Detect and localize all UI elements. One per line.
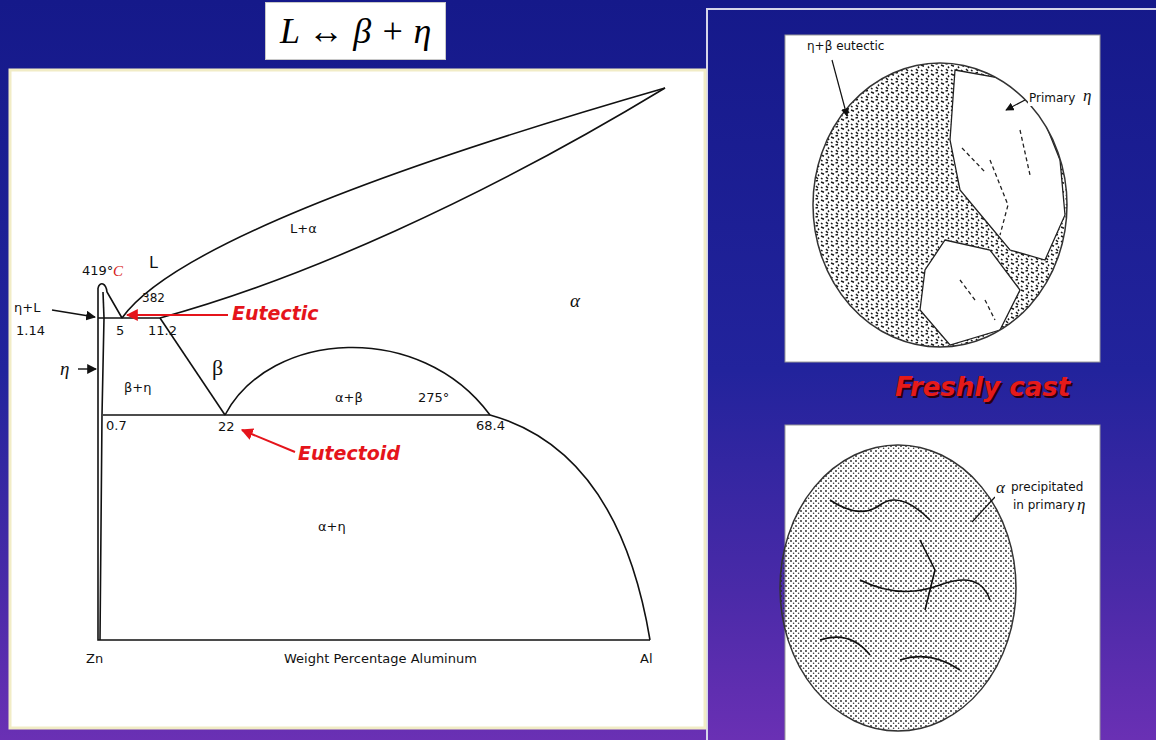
- phase-label: η+L: [14, 301, 40, 316]
- temperature-label: 275°: [418, 391, 449, 406]
- axis-title: Weight Percentage Aluminum: [284, 652, 477, 667]
- micrograph-label: α: [995, 478, 1006, 498]
- caption-label: Freshly cast: [895, 373, 1070, 403]
- micrograph-label: in primary: [1012, 499, 1076, 513]
- phase-label: β: [212, 355, 223, 380]
- composition-value: 11.2: [148, 324, 177, 339]
- micrograph-label: η: [1076, 495, 1086, 515]
- phase-label: α: [570, 290, 580, 312]
- callout-label: Eutectic: [232, 303, 319, 325]
- composition-value: 0.7: [106, 419, 127, 434]
- composition-value: 5: [116, 324, 124, 339]
- phase-label: β+η: [124, 381, 151, 396]
- phase-label: η: [60, 358, 69, 380]
- axis-end-label: Al: [640, 652, 653, 667]
- micrograph-label: precipitated: [1010, 481, 1084, 495]
- micrograph-aged: [780, 425, 1100, 740]
- temperature-label: 382: [142, 292, 165, 306]
- phase-label: α+η: [318, 520, 346, 535]
- micrograph-cast: [785, 35, 1100, 362]
- phase-label: L: [149, 254, 158, 272]
- slide-title: L ↔ β + η: [280, 10, 431, 52]
- title-box: L ↔ β + η: [265, 2, 446, 60]
- leader-arrows: [52, 310, 295, 452]
- phase-label: L+α: [290, 222, 317, 237]
- phase-label: α+β: [335, 391, 363, 406]
- composition-value: 1.14: [16, 324, 45, 339]
- unit-label: C: [113, 263, 123, 280]
- callout-label: Eutectoid: [298, 443, 400, 465]
- micrograph-label: Primary: [1028, 92, 1076, 106]
- micrograph-label: η+β eutectic: [806, 40, 885, 54]
- diagram-panel: [10, 70, 705, 728]
- temperature-label: 419°: [82, 264, 113, 279]
- composition-value: 22: [218, 420, 235, 435]
- micrograph-label: η: [1082, 86, 1092, 106]
- axis-end-label: Zn: [86, 652, 103, 667]
- phase-boundaries: [98, 88, 665, 640]
- composition-value: 68.4: [476, 419, 505, 434]
